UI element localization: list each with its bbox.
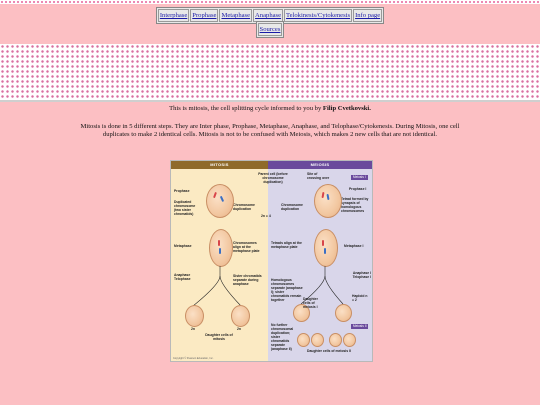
label-daughter-meiosis-i: Daughter cells of meiosis I <box>303 297 318 309</box>
label-chromosome-duplication: Chromosome duplication <box>233 203 255 211</box>
label-anaphase-i: Anaphase I Telophase I <box>352 271 371 279</box>
daughter-cell-mitosis-left <box>185 305 204 327</box>
label-2n-left: 2n <box>191 327 195 331</box>
label-sister-separate: Sister chromatids separate during anapha… <box>233 274 262 286</box>
nav-link-interphase[interactable]: Interphase <box>157 9 190 22</box>
metaphase-i-cell <box>314 229 338 267</box>
daughter-cell-meiosis-ii-1 <box>297 333 310 347</box>
label-chromosome-duplication-2: Chromosome duplication <box>281 203 303 211</box>
chromosome-red <box>322 240 324 246</box>
label-no-further: No further chromosomal duplication; sist… <box>271 323 294 351</box>
copyright-text: Copyright © Pearson Education, Inc. <box>173 357 214 360</box>
nav-table: Interphase Prophase Metaphase Anaphase T… <box>155 7 385 24</box>
nav-table-secondary: Sources <box>255 21 285 38</box>
label-crossing-over: Site of crossing over <box>307 172 330 180</box>
nav-link-info-page[interactable]: Info page <box>353 9 383 22</box>
mitosis-meiosis-diagram: MITOSIS MEIOSIS Parent cell (before chro… <box>170 160 373 362</box>
chromosome-blue <box>219 248 221 254</box>
label-duplicated: Duplicated chromosome (two sister chroma… <box>174 200 196 216</box>
label-tetrad: Tetrad formed by synapsis of homologous … <box>341 197 369 213</box>
description-paragraph: Mitosis is done in 5 different steps. Th… <box>80 123 460 138</box>
main-content: This is mitosis, the cell splitting cycl… <box>0 105 540 139</box>
label-daughter-meiosis-ii: Daughter cells of meiosis II <box>307 349 351 353</box>
badge-meiosis-i: Meiosis I <box>351 175 368 180</box>
daughter-cell-meiosis-ii-4 <box>343 333 356 347</box>
prophase-i-cell <box>314 184 342 218</box>
label-prophase-i: Prophase I <box>349 187 367 191</box>
metaphase-cell <box>209 229 233 267</box>
daughter-cell-meiosis-i-right <box>335 304 352 322</box>
label-tetrads-align: Tetrads align at the metaphase plate <box>271 241 302 249</box>
division-arrows <box>192 266 344 307</box>
nav-link-sources[interactable]: Sources <box>257 23 283 36</box>
nav-link-prophase[interactable]: Prophase <box>190 9 219 22</box>
daughter-cell-meiosis-i-left <box>293 304 310 322</box>
label-anaphase-telophase: Anaphase Telophase <box>174 273 191 281</box>
label-parent-cell: Parent cell (before chromosome duplicati… <box>258 172 288 184</box>
label-align: Chromosomes align at the metaphase plate <box>233 241 260 253</box>
top-decorative-band <box>0 0 540 4</box>
nav-link-metaphase[interactable]: Metaphase <box>219 9 253 22</box>
dotted-banner <box>0 44 540 102</box>
chromosome-red <box>218 240 220 246</box>
nav-bar-secondary: Sources <box>0 18 540 38</box>
label-2n-right: 2n <box>237 327 241 331</box>
mitosis-header: MITOSIS <box>171 161 268 169</box>
nav-bar: Interphase Prophase Metaphase Anaphase T… <box>0 4 540 24</box>
label-metaphase: Metaphase <box>174 244 192 248</box>
daughter-cell-mitosis-right <box>231 305 250 327</box>
label-homologous: Homologous chromosomes separate (anaphas… <box>271 278 303 302</box>
label-metaphase-i: Metaphase I <box>344 244 364 248</box>
prophase-cell <box>206 184 234 218</box>
intro-text: This is mitosis, the cell splitting cycl… <box>169 105 323 112</box>
nav-link-telokinesis[interactable]: Telokinesis/Cytokenesis <box>284 9 353 22</box>
daughter-cell-meiosis-ii-2 <box>311 333 324 347</box>
label-prophase: Prophase <box>174 189 190 193</box>
banner-divider <box>0 100 540 102</box>
badge-meiosis-ii: Meiosis II <box>351 324 369 329</box>
meiosis-header: MEIOSIS <box>268 161 372 169</box>
author-name: Filip Cvetkovski. <box>322 105 371 112</box>
daughter-cell-meiosis-ii-3 <box>329 333 342 347</box>
label-daughter-mitosis: Daughter cells of mitosis <box>205 333 233 341</box>
chromosome-blue <box>324 248 326 254</box>
label-haploid: Haploid n = 2 <box>352 294 368 302</box>
label-2n-4: 2n = 4 <box>261 214 271 218</box>
intro-paragraph: This is mitosis, the cell splitting cycl… <box>0 105 540 113</box>
